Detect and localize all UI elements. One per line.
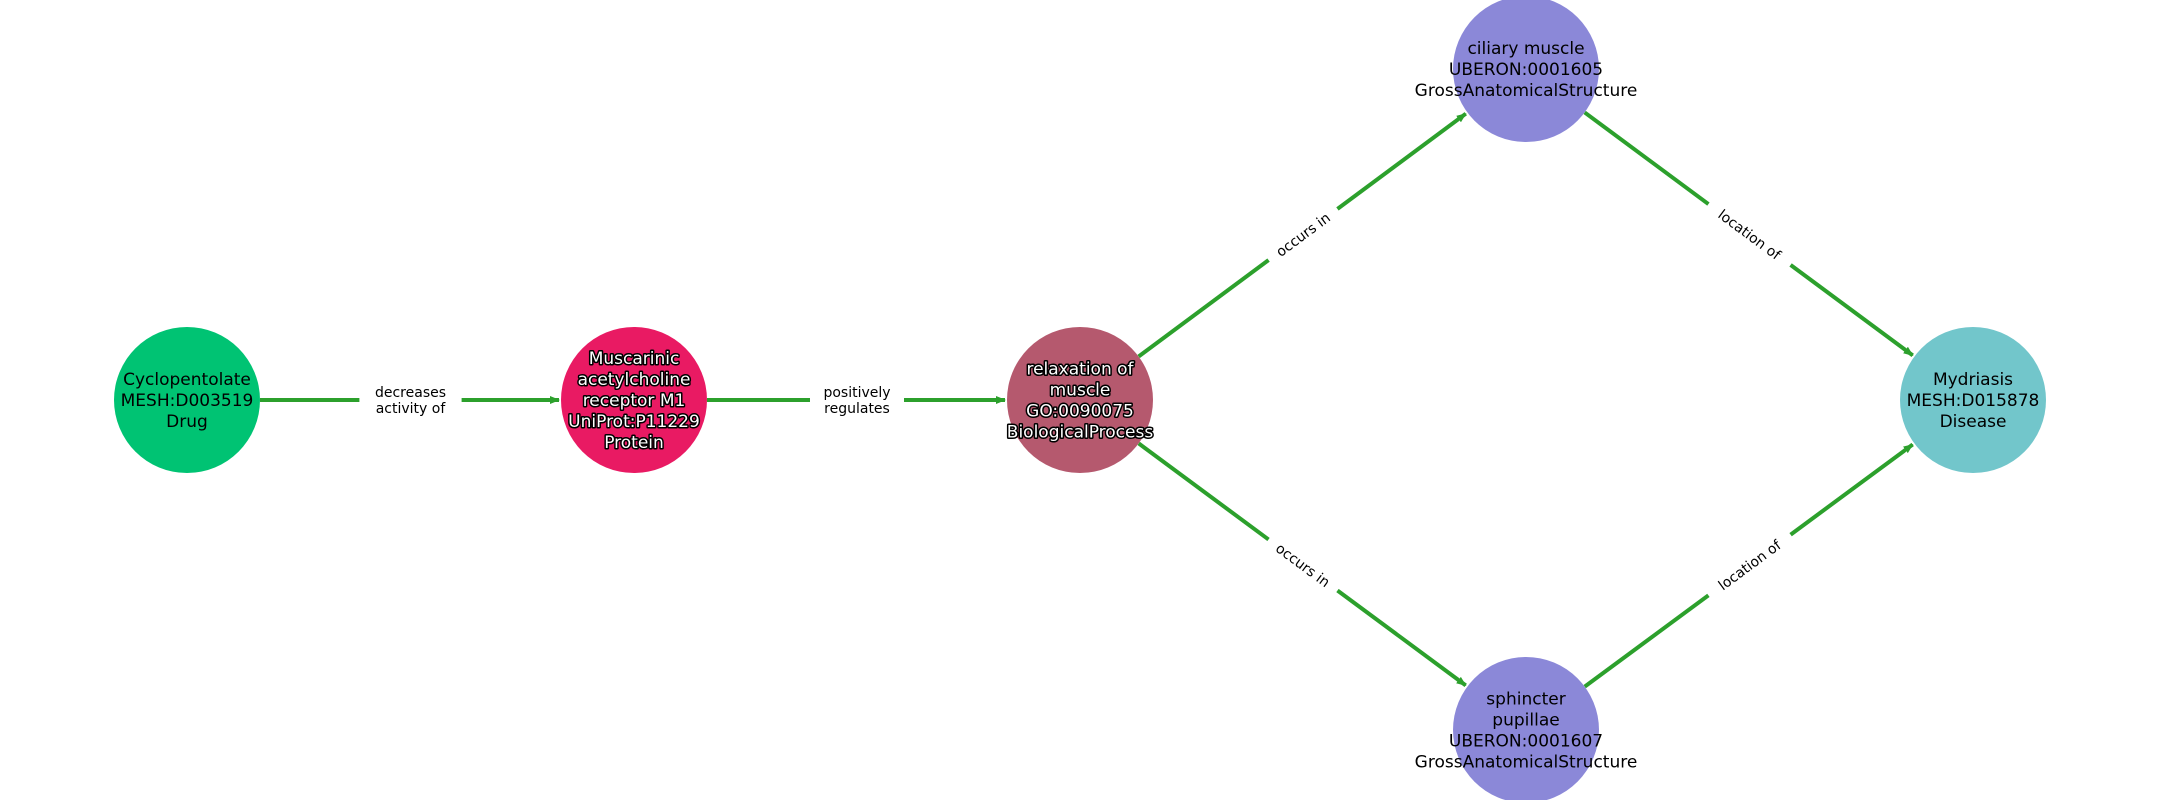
node-process[interactable]: relaxation ofmuscleGO:0090075BiologicalP… (1005, 327, 1155, 473)
node-label: GrossAnatomicalStructure (1415, 753, 1638, 773)
edge-label: occurs in (1272, 541, 1332, 591)
node-label: MESH:D015878 (1907, 391, 2040, 411)
node-circle[interactable] (1007, 327, 1153, 473)
node-label: UniProt:P11229 (568, 412, 700, 432)
edge-label: regulates (824, 401, 890, 417)
node-label: UBERON:0001607 (1449, 732, 1603, 752)
edge-label: location of (1715, 207, 1784, 264)
node-circle[interactable] (1900, 327, 2046, 473)
node-label: UBERON:0001605 (1449, 60, 1603, 80)
edge-label: positively (823, 385, 890, 401)
node-label: relaxation of (1026, 360, 1134, 380)
edge-label: decreases (375, 385, 446, 401)
node-label: Drug (166, 412, 208, 432)
node-label: GO:0090075 (1026, 402, 1134, 422)
node-label: BiologicalProcess (1007, 423, 1154, 443)
node-label: Protein (604, 433, 664, 453)
node-circle[interactable] (1453, 657, 1599, 800)
edge-label: occurs in (1273, 210, 1333, 260)
edge-sphincter-disease: location of (1583, 442, 1914, 689)
node-label: pupillae (1492, 711, 1559, 731)
node-label: acetylcholine (578, 370, 691, 390)
node-label: MESH:D003519 (121, 391, 254, 411)
node-sphincter[interactable]: sphincterpupillaeUBERON:0001607GrossAnat… (1415, 657, 1638, 800)
node-label: GrossAnatomicalStructure (1415, 81, 1638, 101)
node-label: muscle (1050, 381, 1111, 401)
edge-label: location of (1716, 537, 1785, 594)
node-label: Disease (1940, 412, 2007, 432)
node-label: receptor M1 (583, 391, 686, 411)
node-circle[interactable] (561, 327, 707, 473)
node-label: sphincter (1486, 690, 1565, 710)
node-circle[interactable] (1453, 0, 1599, 142)
node-label: Cyclopentolate (123, 370, 251, 390)
node-label: ciliary muscle (1467, 39, 1584, 59)
node-label: Muscarinic (589, 349, 680, 369)
node-label: Mydriasis (1933, 370, 2013, 390)
node-circle[interactable] (114, 327, 260, 473)
edge-process-ciliary: occurs in (1137, 112, 1467, 359)
edge-process-sphincter: occurs in (1137, 441, 1467, 687)
edge-label: activity of (376, 401, 447, 417)
node-ciliary[interactable]: ciliary muscleUBERON:0001605GrossAnatomi… (1415, 0, 1638, 142)
edge-ciliary-disease: location of (1583, 110, 1914, 357)
